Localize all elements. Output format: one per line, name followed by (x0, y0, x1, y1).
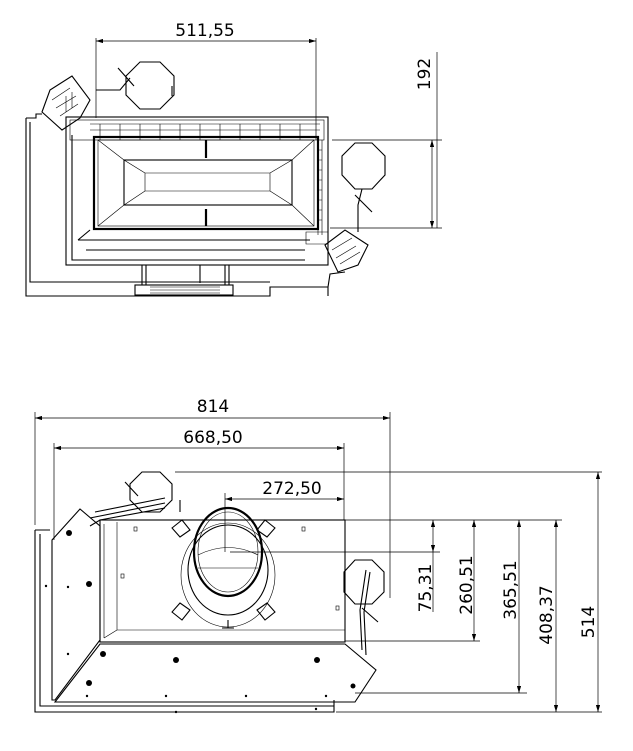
firebox-interior (99, 519, 346, 643)
dimension-flue-offset-y: 75,31 (416, 520, 436, 612)
dimension-label: 260,51 (457, 555, 477, 614)
dimension-label: 668,50 (183, 428, 242, 448)
side-panel-left (51, 508, 101, 701)
outer-frame (34, 529, 335, 713)
cable-gland-octagon-right (343, 559, 385, 605)
dimension-label: 365,51 (501, 560, 521, 619)
hinge-left (41, 75, 91, 131)
cable-gland-octagon-left (129, 471, 173, 513)
dimension-label: 511,55 (175, 21, 234, 41)
dimension-label: 514 (579, 606, 599, 638)
door-swing-octagon-right (341, 142, 386, 190)
dimension-width-front: 511,55 (95, 21, 317, 140)
dimension-label: 408,37 (537, 585, 557, 644)
mounting-holes (44, 526, 356, 714)
dimension-label: 814 (197, 397, 229, 417)
dimension-depth-frame: 408,37 (537, 520, 559, 712)
outer-frame (25, 113, 346, 297)
dimension-label: 192 (415, 58, 435, 90)
ventilation-grille (134, 284, 234, 296)
front-panel (53, 643, 377, 703)
dimension-depth-offset: 192 (330, 52, 442, 229)
dimension-depth-panel: 365,51 (501, 520, 522, 693)
dimension-inner-width: 668,50 (53, 428, 345, 540)
dimension-overall-width: 814 (34, 397, 391, 598)
firebox-body (65, 116, 329, 266)
hinge-right (324, 229, 369, 273)
top-view: 511,55 192 (25, 21, 442, 297)
dimension-overall-depth: 514 (579, 472, 601, 712)
dimension-label: 75,31 (416, 564, 436, 613)
dimension-flue-offset-x: 272,50 (224, 479, 344, 552)
flue-collar (171, 506, 276, 629)
bottom-view: 814 668,50 272,50 75,31 260,51 3 (34, 397, 602, 714)
dimension-label: 272,50 (262, 479, 321, 499)
glass-panel (92, 135, 320, 231)
dimension-depth-inner: 260,51 (457, 520, 477, 641)
